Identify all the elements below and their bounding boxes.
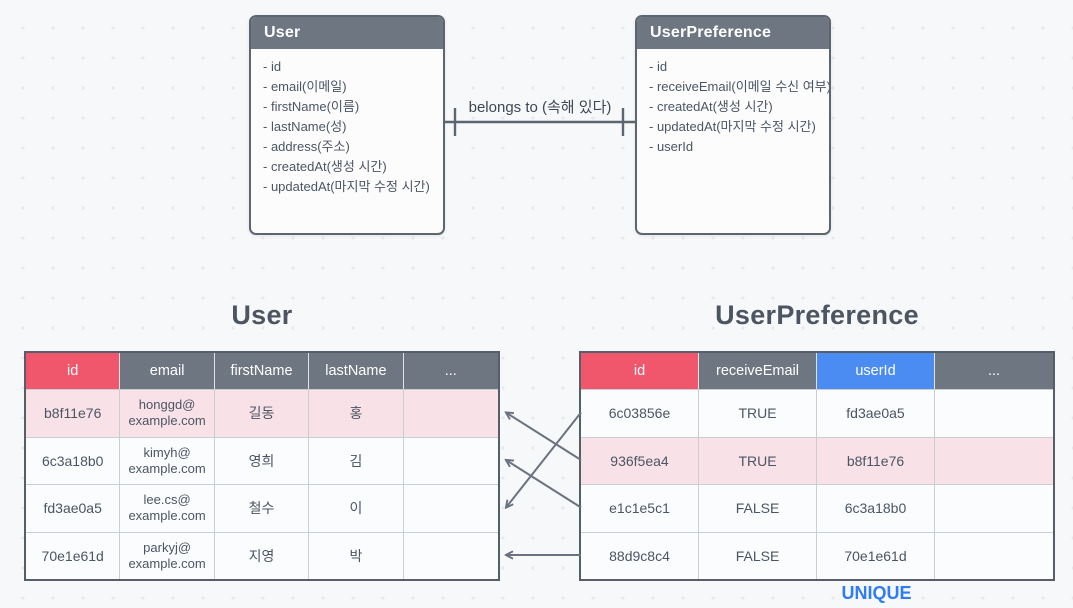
table-cell: 철수: [214, 485, 310, 532]
column-header-firstName: firstName: [214, 353, 310, 389]
table-cell: 70e1e61d: [817, 532, 935, 579]
table-cell: [403, 485, 498, 532]
table-cell: 이: [309, 485, 404, 532]
userpreference-table-title: UserPreference: [715, 300, 919, 330]
table-cell: [935, 390, 1053, 437]
table-cell: 936f5ea4: [581, 437, 699, 484]
table-cell: [935, 485, 1053, 532]
table-cell: [935, 437, 1053, 484]
foreign-key-arrow: [506, 460, 582, 509]
table-cell: 영희: [214, 437, 310, 484]
table-cell: b8f11e76: [26, 390, 121, 437]
foreign-key-arrow: [506, 413, 582, 461]
table-cell: 6c3a18b0: [26, 437, 121, 484]
erd-field: firstName(이름): [263, 97, 431, 117]
table-cell: 지영: [214, 532, 310, 579]
table-cell: 박: [309, 532, 404, 579]
column-header-lastName: lastName: [309, 353, 404, 389]
table-cell: fd3ae0a5: [26, 485, 121, 532]
table-cell: lee.cs@example.com: [120, 485, 215, 532]
relationship-connector: [445, 108, 635, 136]
table-cell: 88d9c8c4: [581, 532, 699, 579]
table-cell: [403, 532, 498, 579]
column-header-more: ...: [935, 353, 1053, 389]
table-cell: 홍: [309, 390, 404, 437]
unique-constraint-label: UNIQUE: [841, 583, 912, 603]
erd-field: updatedAt(마지막 수정 시간): [263, 177, 431, 197]
erd-field: lastName(성): [263, 117, 431, 137]
table-cell: 김: [309, 437, 404, 484]
foreign-key-arrow: [506, 411, 582, 508]
table-cell: FALSE: [699, 485, 817, 532]
table-cell: e1c1e5c1: [581, 485, 699, 532]
erd-entity-userpreference-title: UserPreference: [637, 17, 829, 49]
column-header-receiveEmail: receiveEmail: [699, 353, 817, 389]
table-cell: TRUE: [699, 437, 817, 484]
erd-entity-user-field-list: idemail(이메일)firstName(이름)lastName(성)addr…: [251, 49, 443, 205]
table-cell: kimyh@example.com: [120, 437, 215, 484]
erd-entity-user: User idemail(이메일)firstName(이름)lastName(성…: [249, 15, 445, 235]
table-cell: FALSE: [699, 532, 817, 579]
relationship-label: belongs to (속해 있다): [468, 99, 612, 116]
table-cell: b8f11e76: [817, 437, 935, 484]
table-cell: 길동: [214, 390, 310, 437]
user-table-title: User: [231, 300, 293, 330]
erd-field: createdAt(생성 시간): [263, 157, 431, 177]
table-cell: [403, 390, 498, 437]
table-cell: TRUE: [699, 390, 817, 437]
table-cell: [935, 532, 1053, 579]
table-cell: parkyj@example.com: [120, 532, 215, 579]
column-header-more: ...: [403, 353, 498, 389]
column-header-id: id: [26, 353, 121, 389]
erd-field: email(이메일): [263, 77, 431, 97]
erd-field: address(주소): [263, 137, 431, 157]
table-cell: 6c03856e: [581, 390, 699, 437]
table-cell: 70e1e61d: [26, 532, 121, 579]
erd-field: receiveEmail(이메일 수신 여부): [649, 77, 829, 97]
column-header-id: id: [581, 353, 699, 389]
foreign-key-arrows: [496, 370, 582, 602]
erd-field: id: [649, 57, 817, 77]
column-header-userId: userId: [817, 353, 935, 389]
erd-field: updatedAt(마지막 수정 시간): [649, 117, 817, 137]
table-cell: 6c3a18b0: [817, 485, 935, 532]
erd-entity-user-title: User: [251, 17, 443, 49]
table-cell: [403, 437, 498, 484]
table-cell: fd3ae0a5: [817, 390, 935, 437]
table-cell: honggd@example.com: [120, 390, 215, 437]
column-header-email: email: [120, 353, 215, 389]
erd-field: id: [263, 57, 431, 77]
erd-field: userId: [649, 137, 817, 157]
erd-field: createdAt(생성 시간): [649, 97, 817, 117]
